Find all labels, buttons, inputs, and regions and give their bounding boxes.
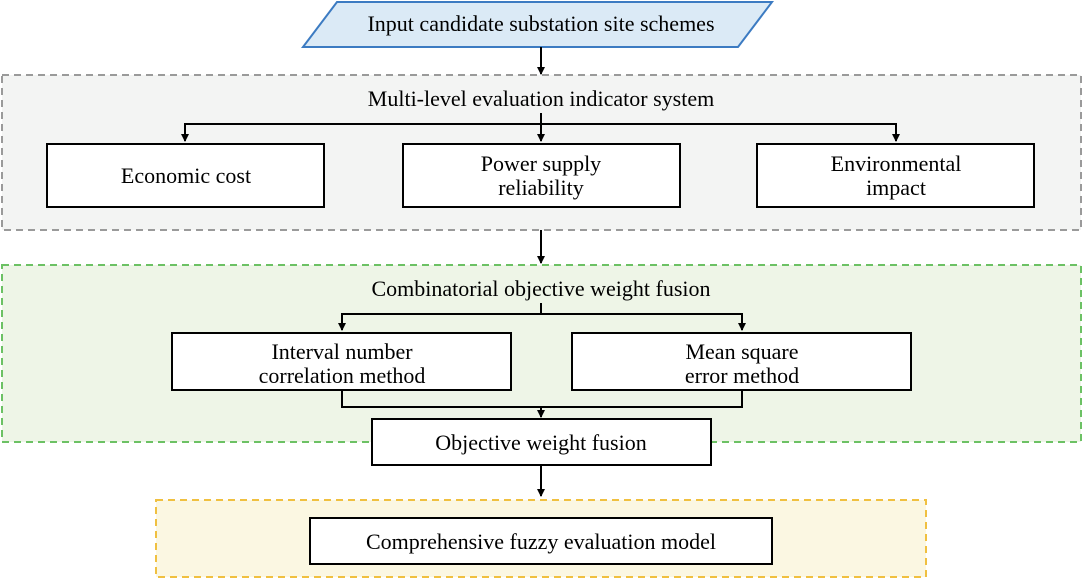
svg-text:Objective weight fusion: Objective weight fusion [435,430,646,455]
indicator-connector-left [181,123,541,142]
svg-text:Comprehensive fuzzy evaluation: Comprehensive fuzzy evaluation model [366,529,716,554]
objective-weight-fusion-node: Objective weight fusion [371,418,712,466]
svg-text:Environmental: Environmental [831,151,962,176]
svg-text:Power supply: Power supply [481,151,601,176]
indicator-environmental-impact: Environmental impact [756,143,1035,208]
input-parallelogram [300,1,775,48]
svg-text:correlation method: correlation method [259,363,426,388]
svg-text:error method: error method [685,363,799,388]
weight-connector-left [338,313,541,331]
indicator-system-title: Multi-level evaluation indicator system [368,86,714,111]
svg-text:impact: impact [866,175,926,200]
weight-connector-right [541,313,746,331]
indicator-system-group: Multi-level evaluation indicator system … [1,74,1082,231]
indicator-connector-right [541,123,900,142]
method-mean-square-error: Mean square error method [571,332,912,391]
indicator-economic-cost: Economic cost [46,143,325,208]
fuzzy-model-node: Comprehensive fuzzy evaluation model [309,517,773,565]
fuzzy-model-group: Comprehensive fuzzy evaluation model [155,499,927,578]
input-label: Input candidate substation site schemes [367,11,714,36]
svg-text:Interval number: Interval number [271,339,413,364]
weight-fusion-group: Combinatorial objective weight fusion In… [1,264,1082,443]
svg-text:Economic cost: Economic cost [121,163,251,188]
weight-fusion-title: Combinatorial objective weight fusion [371,276,710,301]
svg-text:Mean square: Mean square [685,339,798,364]
method-interval-number-correlation: Interval number correlation method [171,332,512,391]
svg-text:reliability: reliability [498,175,584,200]
input-node: Input candidate substation site schemes [300,1,775,48]
indicator-power-supply-reliability: Power supply reliability [402,143,681,208]
